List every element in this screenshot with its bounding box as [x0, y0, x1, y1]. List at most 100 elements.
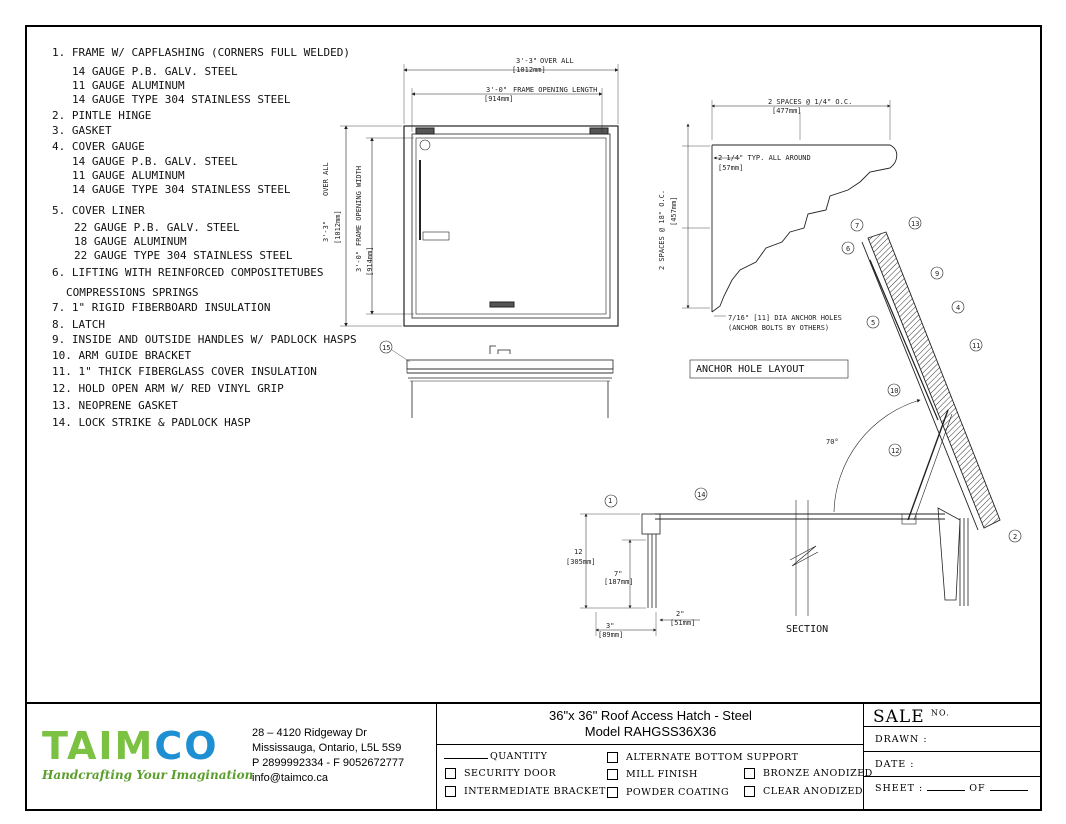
anchor-typ-mm: [57mm]: [718, 164, 743, 172]
checkbox[interactable]: [744, 786, 755, 797]
note-line: 14 GAUGE TYPE 304 STAINLESS STEEL: [72, 93, 291, 106]
quantity-label: QUANTITY: [490, 751, 548, 762]
callout-balloon: [951, 300, 965, 314]
sheet-field[interactable]: SHEET :OF: [875, 783, 1032, 794]
side-view: [379, 340, 614, 418]
anchor-spaces-side: 2 SPACES @ 18" O.C.: [658, 190, 666, 270]
note-line: 22 GAUGE TYPE 304 STAINLESS STEEL: [74, 249, 293, 262]
note-line: 8. LATCH: [52, 318, 105, 331]
title-line-1: 36"x 36" Roof Access Hatch - Steel: [549, 708, 752, 723]
plan-side-opening-note: FRAME OPENING WIDTH: [355, 166, 363, 246]
plan-side-overall-dim: 3'-3": [322, 221, 330, 242]
section-w1-mm: [89mm]: [598, 631, 623, 639]
plan-overall-dim: 3'-3": [516, 57, 537, 65]
callout-balloon: [604, 494, 618, 508]
note-line: 14 GAUGE P.B. GALV. STEEL: [72, 65, 238, 78]
title-block: [25, 702, 1042, 811]
tagline: Handcrafting Your Imagination: [42, 768, 254, 782]
section-view: [580, 231, 1001, 636]
section-w2-mm: [51mm]: [670, 619, 695, 627]
option-intermediate-bracket[interactable]: INTERMEDIATE BRACKET: [445, 786, 606, 797]
anchor-holes-note: (ANCHOR BOLTS BY OTHERS): [728, 324, 829, 332]
drawing-title: 36"x 36" Roof Access Hatch - Steel Model…: [438, 708, 863, 740]
checkbox[interactable]: [607, 752, 618, 763]
divider: [863, 726, 1042, 727]
note-line: 7. 1" RIGID FIBERBOARD INSULATION: [52, 301, 271, 314]
plan-side-overall-note: OVER ALL: [322, 162, 330, 196]
note-line: 14 GAUGE P.B. GALV. STEEL: [72, 155, 238, 168]
quantity-field[interactable]: QUANTITY: [444, 751, 547, 762]
callout-11: 11: [972, 342, 980, 350]
date-field[interactable]: DATE :: [875, 759, 915, 770]
note-line: 5. COVER LINER: [52, 204, 145, 217]
callout-balloon: [694, 487, 708, 501]
callout-9: 9: [935, 270, 939, 278]
section-caption: SECTION: [786, 624, 828, 635]
note-line: 14. LOCK STRIKE & PADLOCK HASP: [52, 416, 251, 429]
anchor-spaces-top: 2 SPACES @ 1/4" O.C.: [768, 98, 852, 106]
note-line: 11 GAUGE ALUMINUM: [72, 79, 185, 92]
phone-fax: P 2899992334 - F 9052672777: [252, 757, 405, 769]
note-line: 9. INSIDE AND OUTSIDE HANDLES W/ PADLOCK…: [52, 333, 357, 346]
checkbox[interactable]: [445, 786, 456, 797]
callout-balloon: [969, 338, 983, 352]
anchor-typ: 2 1/4" TYP. ALL AROUND: [718, 154, 811, 162]
sale-number: SALE NO.: [873, 707, 950, 727]
callout-balloon: [1008, 529, 1022, 543]
drawing-border: [25, 25, 1042, 811]
checkbox[interactable]: [445, 768, 456, 779]
anchor-spaces-side-mm: [457mm]: [670, 196, 678, 226]
logo-part-2: CO: [154, 724, 219, 768]
callout-12: 12: [891, 447, 899, 455]
section-w2: 2": [676, 610, 684, 618]
note-line: 11 GAUGE ALUMINUM: [72, 169, 185, 182]
callout-4: 4: [956, 304, 960, 312]
company-logo: TAIMCO Handcrafting Your Imagination: [42, 726, 253, 782]
callout-5: 5: [871, 319, 875, 327]
checkbox[interactable]: [607, 769, 618, 780]
divider: [436, 703, 437, 810]
option-mill-finish[interactable]: MILL FINISH: [607, 769, 698, 780]
plan-side-opening-mm: [914mm]: [366, 246, 374, 276]
section-curb: 7": [614, 570, 622, 578]
anchor-spaces-top-mm: [477mm]: [772, 107, 802, 115]
checkbox[interactable]: [744, 768, 755, 779]
company-address: 28 – 4120 Ridgeway Dr Mississauga, Ontar…: [252, 726, 404, 786]
section-height-mm: [305mm]: [566, 558, 596, 566]
option-alternate-bottom-support[interactable]: ALTERNATE BOTTOM SUPPORT: [607, 752, 799, 763]
note-line: COMPRESSIONS SPRINGS: [66, 286, 199, 299]
address-line: 28 – 4120 Ridgeway Dr: [252, 727, 367, 739]
callout-13: 13: [911, 220, 919, 228]
plan-side-overall-mm: [1012mm]: [334, 210, 342, 244]
note-line: 10. ARM GUIDE BRACKET: [52, 349, 192, 362]
note-line: 2. PINTLE HINGE: [52, 109, 152, 122]
checkbox[interactable]: [607, 787, 618, 798]
divider: [436, 744, 863, 745]
section-w1: 3": [606, 622, 614, 630]
logo-part-1: TAIM: [42, 724, 155, 768]
drawn-field[interactable]: DRAWN :: [875, 734, 928, 745]
email: info@taimco.ca: [252, 772, 328, 784]
note-line: 12. HOLD OPEN ARM W/ RED VINYL GRIP: [52, 382, 284, 395]
option-bronze-anodized[interactable]: BRONZE ANODIZED: [744, 768, 873, 779]
option-clear-anodized[interactable]: CLEAR ANODIZED: [744, 786, 863, 797]
technical-drawing: 3'-3" OVER ALL [1012mm] 3'-0" FRAME OPEN…: [322, 57, 1022, 639]
section-curb-mm: [187mm]: [604, 578, 634, 586]
option-security-door[interactable]: SECURITY DOOR: [445, 768, 556, 779]
callout-2: 2: [1013, 533, 1017, 541]
note-line: 13. NEOPRENE GASKET: [52, 399, 178, 412]
callout-balloon: [841, 241, 855, 255]
callout-balloon: [850, 218, 864, 232]
side-view-callout: 15: [382, 344, 390, 352]
callout-balloon: [888, 443, 902, 457]
divider: [863, 703, 864, 810]
plan-opening-dim: 3'-0": [486, 86, 507, 94]
callout-balloon: [866, 315, 880, 329]
note-line: 1. FRAME W/ CAPFLASHING (CORNERS FULL WE…: [52, 46, 351, 59]
option-powder-coating[interactable]: POWDER COATING: [607, 787, 729, 798]
note-line: 18 GAUGE ALUMINUM: [74, 235, 187, 248]
plan-opening-mm: [914mm]: [484, 95, 514, 103]
divider: [863, 776, 1042, 777]
callout-balloon: [887, 383, 901, 397]
callout-balloon: [930, 266, 944, 280]
